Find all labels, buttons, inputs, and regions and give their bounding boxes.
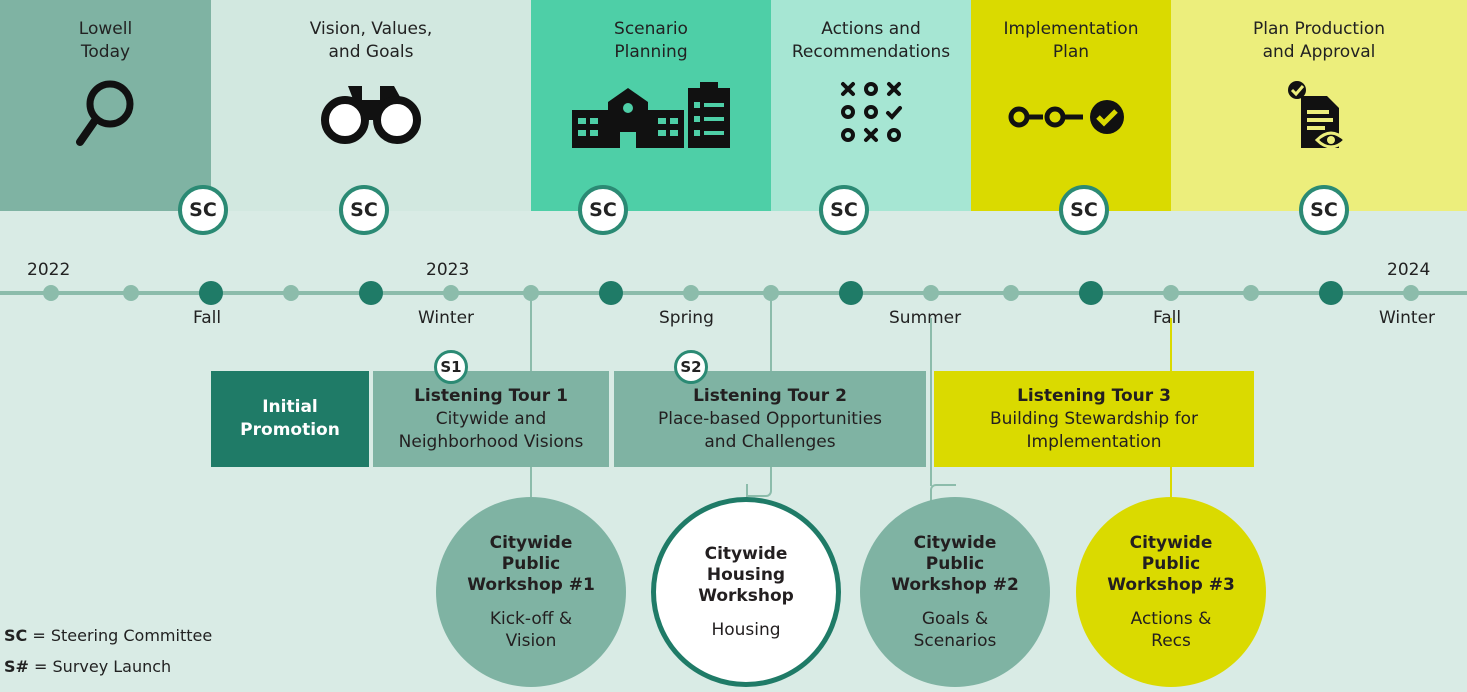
- survey-marker-s2: S2: [674, 350, 708, 384]
- workshop-title: Citywide Public Workshop #1: [467, 532, 595, 595]
- housing-workshop-circle: Citywide Housing Workshop Housing: [651, 497, 841, 687]
- timeline-milestone: [599, 281, 623, 305]
- timeline-milestone: [359, 281, 383, 305]
- workshop-topic: Actions & Recs: [1130, 608, 1212, 651]
- timeline-tick: [283, 285, 299, 301]
- tour-title: Listening Tour 1: [414, 385, 568, 406]
- steering-committee-marker: SC: [1059, 185, 1109, 235]
- binoculars-icon: [318, 82, 424, 148]
- connector-line: [530, 467, 532, 497]
- connector-line: [746, 467, 772, 497]
- timeline-tick: [43, 285, 59, 301]
- listening-tour-2-box: Listening Tour 2 Place-based Opportuniti…: [614, 371, 926, 467]
- initial-promotion-label: Initial Promotion: [240, 397, 340, 440]
- season-label: Fall: [193, 308, 222, 328]
- connector-line: [530, 293, 532, 371]
- phase-title: Plan Production and Approval: [1252, 19, 1385, 62]
- workshop-topic: Kick-off & Vision: [489, 608, 573, 651]
- legend-steering-committee: SC = Steering Committee: [4, 626, 212, 645]
- legend-key: S#: [4, 657, 29, 676]
- year-label: 2022: [27, 260, 71, 280]
- timeline-tick: [683, 285, 699, 301]
- season-label: Summer: [889, 308, 962, 328]
- phase-vision: Vision, Values, and Goals: [211, 0, 531, 211]
- season-label: Spring: [659, 308, 714, 328]
- phase-scenario: Scenario Planning: [531, 0, 771, 211]
- legend-key: SC: [4, 626, 28, 645]
- workshop-3-circle: Citywide Public Workshop #3 Actions & Re…: [1076, 497, 1266, 687]
- connector-line: [930, 484, 956, 508]
- timeline-tick: [443, 285, 459, 301]
- steering-committee-marker: SC: [339, 185, 389, 235]
- tour-subtitle: Place-based Opportunities and Challenges: [657, 408, 883, 452]
- phase-actions: Actions and Recommendations: [771, 0, 971, 211]
- timeline-tick: [1163, 285, 1179, 301]
- tic-tac-toe-icon: [839, 80, 903, 148]
- magnifier-icon: [74, 78, 138, 154]
- workshop-title: Citywide Housing Workshop: [698, 543, 794, 606]
- tour-title: Listening Tour 2: [693, 385, 847, 406]
- legend-survey-launch: S# = Survey Launch: [4, 657, 171, 676]
- connector-line: [746, 484, 748, 500]
- timeline-milestone: [1319, 281, 1343, 305]
- workshop-topic: Housing: [711, 619, 781, 640]
- legend-text: = Steering Committee: [27, 626, 213, 645]
- workshop-title: Citywide Public Workshop #3: [1107, 532, 1235, 595]
- steering-committee-marker: SC: [819, 185, 869, 235]
- steering-committee-marker: SC: [1299, 185, 1349, 235]
- phase-title: Implementation Plan: [1003, 19, 1139, 62]
- workshop-title: Citywide Public Workshop #2: [891, 532, 1019, 595]
- phase-lowell-today: Lowell Today: [0, 0, 211, 211]
- timeline-tick: [1243, 285, 1259, 301]
- workshop-1-circle: Citywide Public Workshop #1 Kick-off & V…: [436, 497, 626, 687]
- connector-line: [770, 293, 772, 371]
- year-label: 2024: [1387, 260, 1431, 280]
- connector-line: [1170, 467, 1172, 497]
- season-label: Winter: [1379, 308, 1436, 328]
- timeline-line: [0, 291, 1467, 295]
- workshop-2-circle: Citywide Public Workshop #2 Goals & Scen…: [860, 497, 1050, 687]
- phase-title: Actions and Recommendations: [791, 19, 951, 62]
- timeline-milestone: [839, 281, 863, 305]
- connector-line: [930, 318, 932, 486]
- steering-committee-marker: SC: [178, 185, 228, 235]
- timeline-tick: [123, 285, 139, 301]
- phase-title: Lowell Today: [78, 19, 133, 62]
- season-label: Winter: [418, 308, 475, 328]
- phase-title: Vision, Values, and Goals: [309, 19, 433, 62]
- legend-text: = Survey Launch: [28, 657, 172, 676]
- timeline-milestone: [1079, 281, 1103, 305]
- timeline-tick: [923, 285, 939, 301]
- progress-steps-icon: [1007, 100, 1135, 138]
- timeline-tick: [1003, 285, 1019, 301]
- survey-marker-s1: S1: [434, 350, 468, 384]
- timeline-milestone: [199, 281, 223, 305]
- tour-title: Listening Tour 3: [1017, 385, 1171, 406]
- workshop-topic: Goals & Scenarios: [913, 608, 997, 651]
- tour-subtitle: Building Stewardship for Implementation: [989, 408, 1198, 452]
- connector-line: [1170, 318, 1172, 371]
- tour-subtitle: Citywide and Neighborhood Visions: [398, 408, 584, 452]
- school-and-checklist-icon: [572, 80, 730, 152]
- initial-promotion-box: Initial Promotion: [211, 371, 369, 467]
- document-review-icon: [1287, 80, 1351, 154]
- listening-tour-3-box: Listening Tour 3 Building Stewardship fo…: [934, 371, 1254, 467]
- steering-committee-marker: SC: [578, 185, 628, 235]
- year-label: 2023: [426, 260, 470, 280]
- phase-implementation: Implementation Plan: [971, 0, 1171, 211]
- timeline-tick: [1403, 285, 1419, 301]
- season-label: Fall: [1153, 308, 1182, 328]
- phase-production: Plan Production and Approval: [1171, 0, 1467, 211]
- phase-title: Scenario Planning: [614, 19, 688, 62]
- listening-tour-1-box: Listening Tour 1 Citywide and Neighborho…: [373, 371, 609, 467]
